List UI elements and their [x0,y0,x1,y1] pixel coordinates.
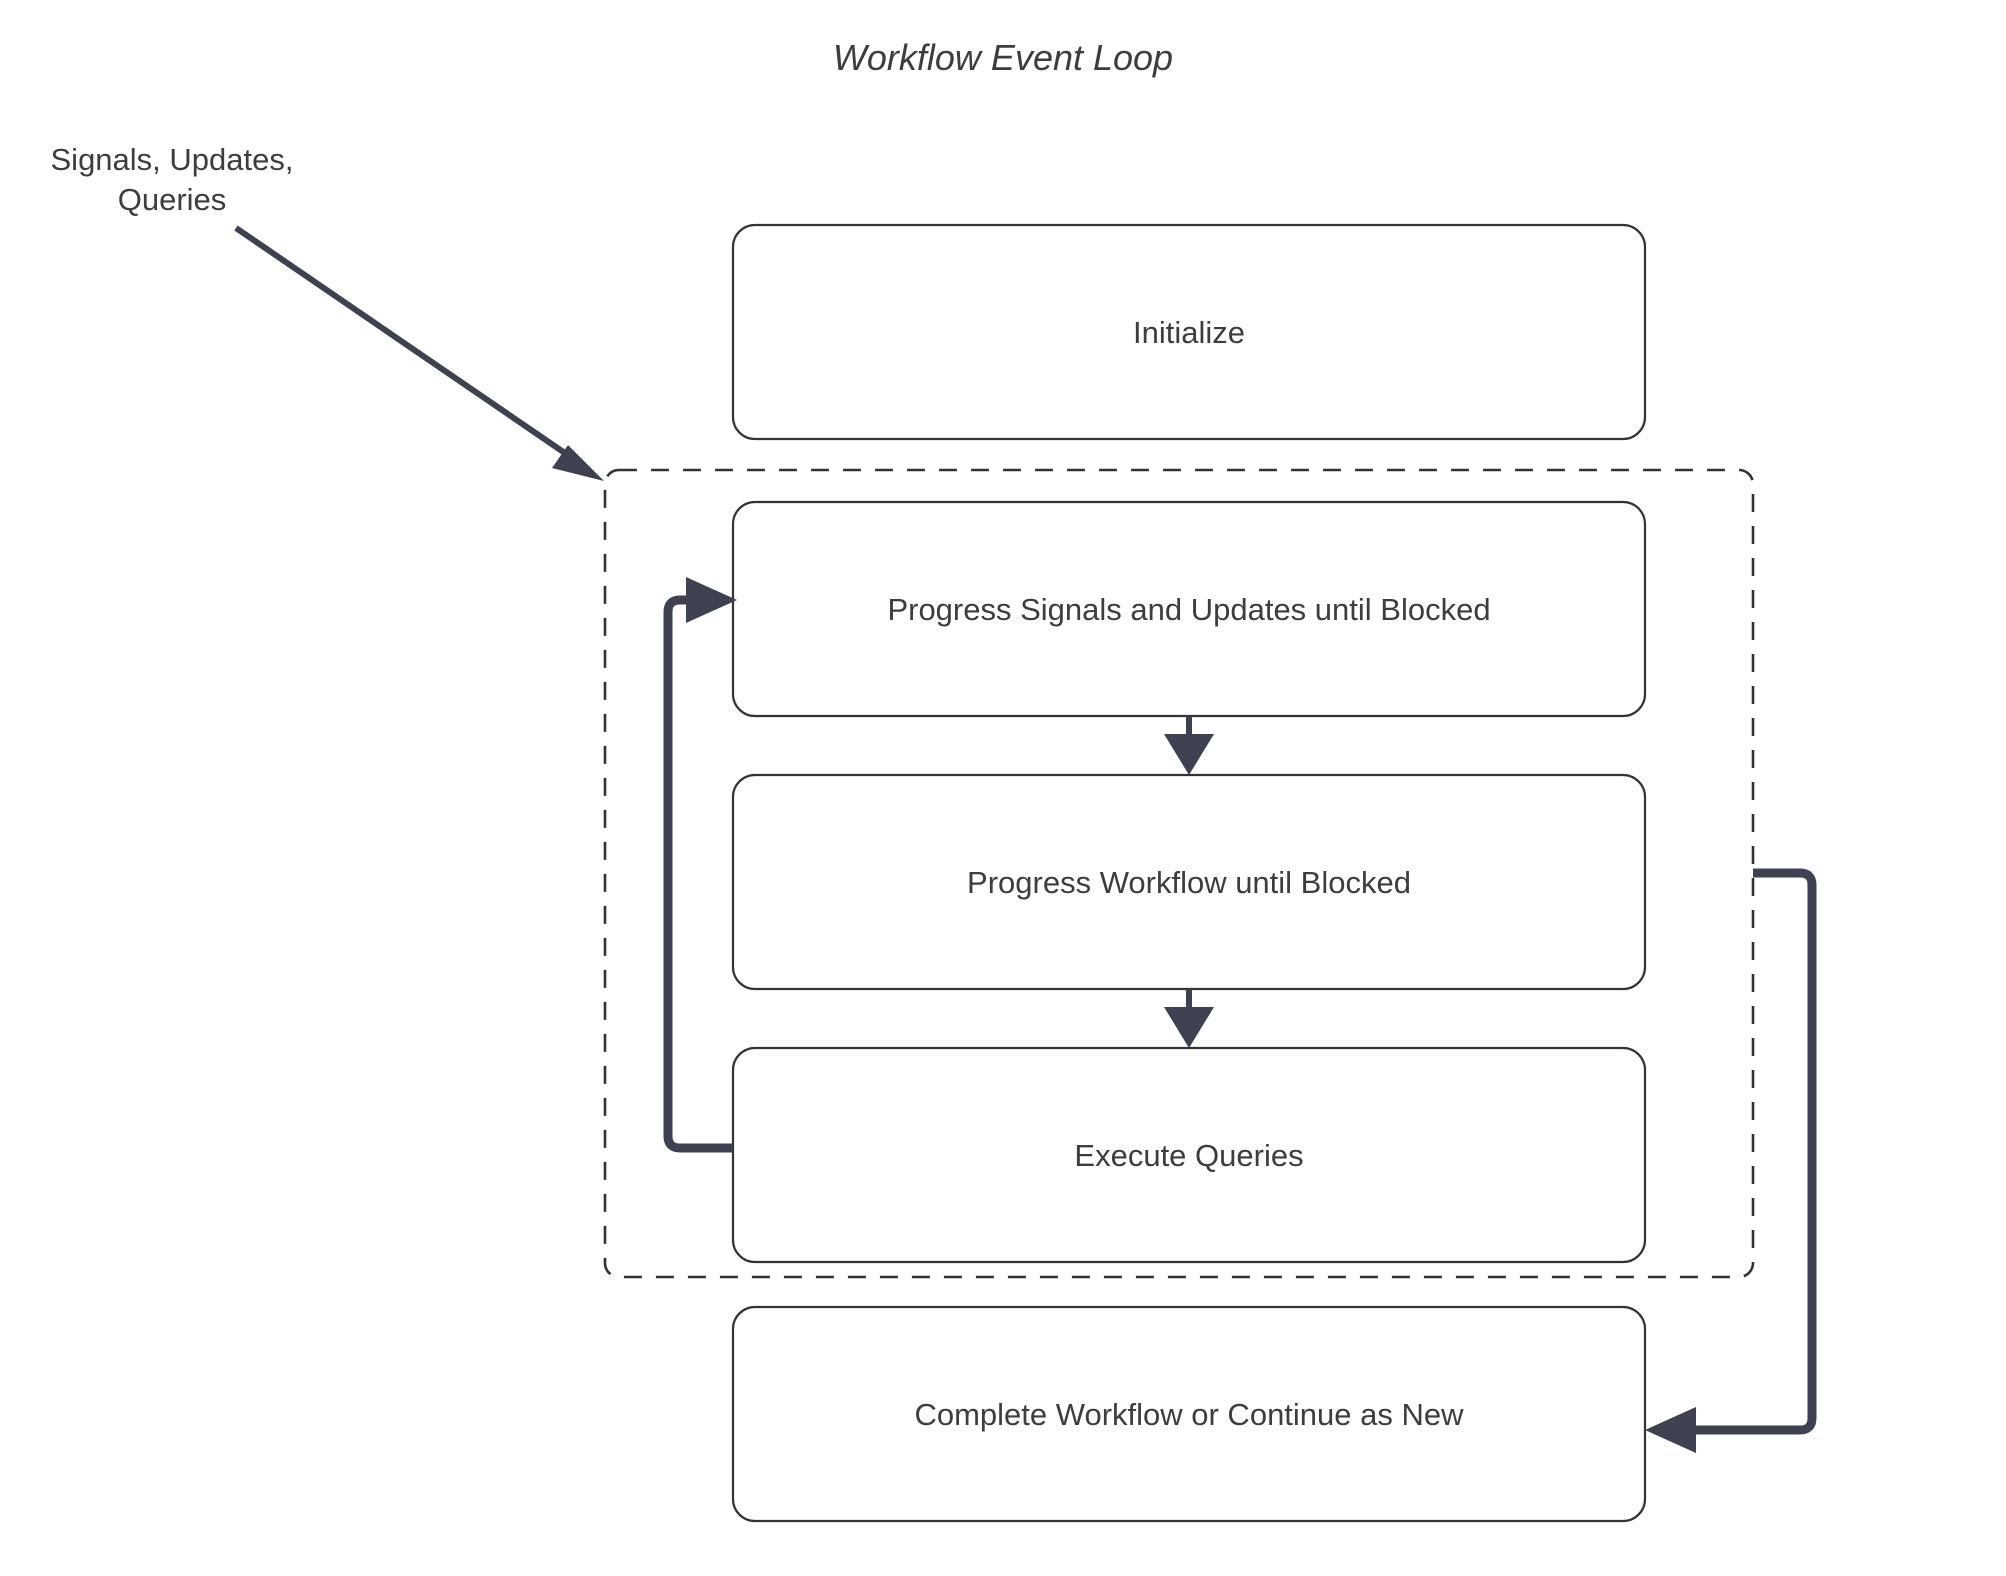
loop-group-container [603,468,1755,1279]
edge-queries-loopback-to-signals [663,577,737,1153]
edge-label-external-input-line2: Queries [118,182,227,217]
node-progress-workflow-label: Progress Workflow until Blocked [967,865,1411,900]
node-progress-workflow[interactable]: Progress Workflow until Blocked [731,773,1647,991]
edge-external-input-to-loop [234,225,604,481]
node-execute-queries[interactable]: Execute Queries [731,1046,1647,1264]
node-initialize[interactable]: Initialize [731,223,1647,441]
arrowhead-external-input [552,445,604,481]
edge-label-external-input-line1: Signals, Updates, [51,142,294,177]
arrowhead-workflow-to-queries [1164,1007,1214,1048]
node-initialize-box[interactable] [731,223,1647,441]
arrowhead-signals-to-workflow [1164,734,1214,775]
node-complete-workflow-label: Complete Workflow or Continue as New [914,1397,1464,1432]
edge-loop-to-complete [1645,868,1817,1453]
node-complete-workflow-box[interactable] [731,1305,1647,1523]
arrowhead-loopback [686,577,737,623]
node-progress-signals-label: Progress Signals and Updates until Block… [887,592,1490,627]
node-progress-signals[interactable]: Progress Signals and Updates until Block… [731,500,1647,718]
node-execute-queries-label: Execute Queries [1074,1138,1303,1173]
node-initialize-label: Initialize [1133,315,1245,350]
arrowhead-to-complete [1645,1407,1696,1453]
edge-workflow-to-queries [1164,989,1214,1048]
page-title: Workflow Event Loop [833,37,1173,78]
node-complete-workflow[interactable]: Complete Workflow or Continue as New [731,1305,1647,1523]
edge-signals-to-workflow [1164,716,1214,775]
